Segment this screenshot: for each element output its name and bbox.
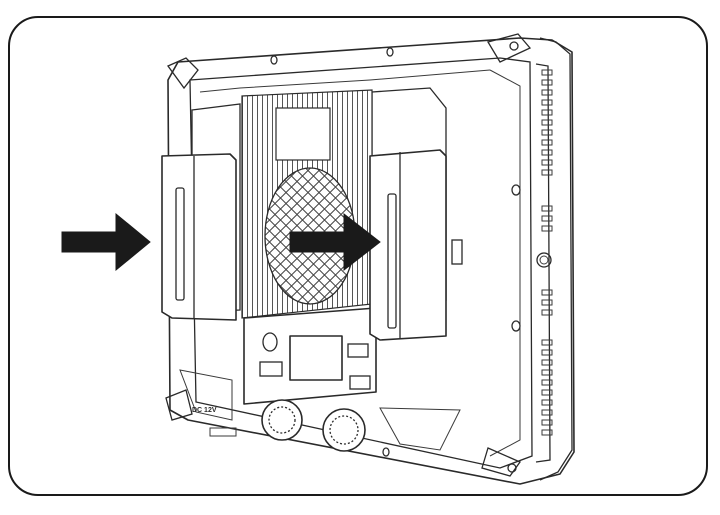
knob-right[interactable] xyxy=(322,408,366,452)
battery-left[interactable] xyxy=(161,153,237,321)
heatsink xyxy=(241,89,373,319)
knob-left[interactable] xyxy=(261,399,303,441)
control-panel: DC 12V xyxy=(192,307,377,437)
battery-right[interactable] xyxy=(369,149,463,341)
arrow-right-icon xyxy=(61,212,151,272)
dc-input-label: DC 12V xyxy=(192,407,217,414)
arrow-right-icon xyxy=(289,212,381,272)
